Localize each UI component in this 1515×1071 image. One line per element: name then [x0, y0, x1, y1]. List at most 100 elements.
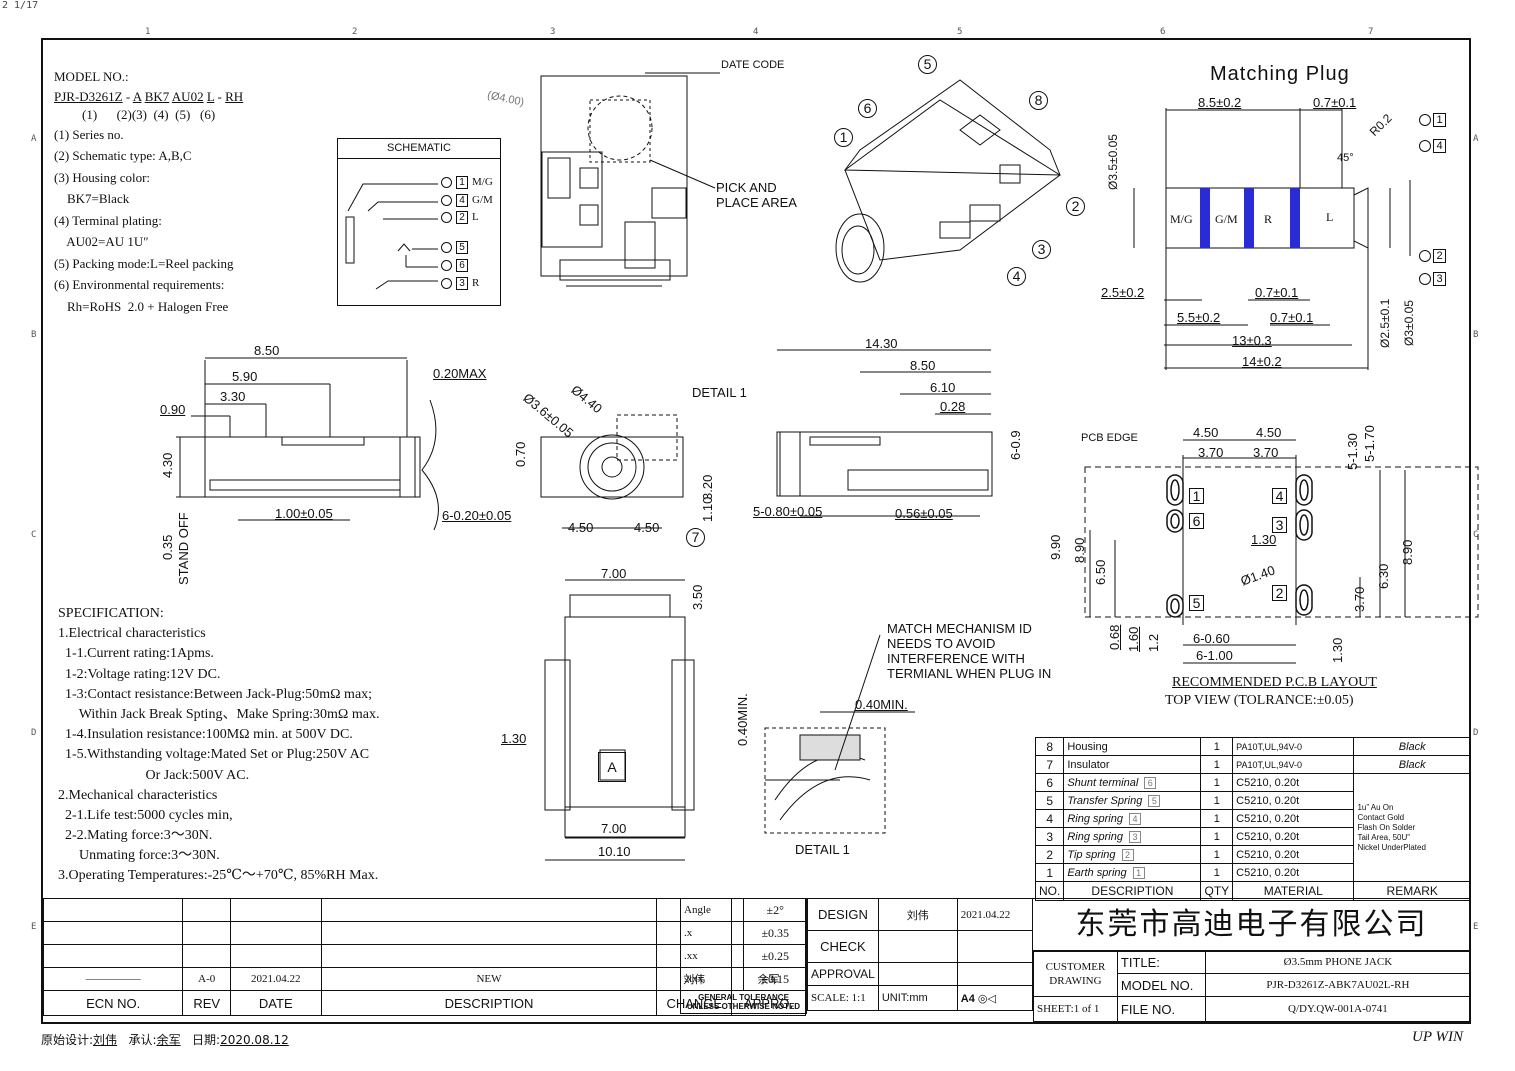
detail-note: MATCH MECHANISM ID NEEDS TO AVOID INTERF…: [887, 621, 1052, 681]
model-item: AU02=AU 1U″: [54, 234, 149, 249]
dimension-label: 3.70: [1198, 445, 1224, 460]
tolerance-key: .xxx: [679, 967, 745, 991]
pin-label: G/M: [472, 194, 493, 206]
dimension-label: 0.35: [160, 534, 175, 560]
sheet-info: SHEET:1 of 1: [1033, 996, 1118, 1022]
dimension-label: 5.90: [232, 369, 258, 384]
pin-number: 4: [456, 194, 468, 207]
bom-no: 8: [1034, 737, 1065, 756]
dimension-label: 6.50: [1093, 559, 1108, 585]
tolerance-value: ±0.25: [743, 944, 807, 968]
zone-marker: D: [31, 728, 37, 738]
bom-remark-line: Nickel UnderPlated: [1357, 842, 1426, 852]
drawing-frame: [41, 38, 1471, 1024]
pick-place-label: PICK AND PLACE AREA: [716, 180, 797, 210]
zone-marker: 4: [753, 27, 759, 37]
model-code: PJR-D3261Z - A BK7 AU02 L - RH: [54, 88, 244, 104]
model-item: BK7=Black: [54, 191, 130, 206]
tolerance-key: Angle: [679, 898, 745, 922]
dimension-label: 4.50: [1193, 425, 1219, 440]
spec-line: 1.Electrical characteristics: [58, 626, 206, 642]
zone-marker: 6: [1160, 27, 1166, 37]
dimension-label: 0.7±0.1: [1313, 95, 1357, 110]
zone-marker: 2: [352, 27, 358, 37]
bom-material: C5210, 0.20t: [1232, 791, 1355, 810]
detail-dim-1: 0.40MIN.: [855, 697, 908, 712]
dimension-label: 45°: [1337, 152, 1354, 164]
zone-marker: D: [1473, 728, 1479, 738]
bom-remark-line: Tail Area, 50U”: [1357, 832, 1410, 842]
file-no-label: FILE NO.: [1116, 996, 1206, 1022]
zone-marker: B: [31, 330, 37, 340]
bom-tag: 2: [1121, 848, 1134, 861]
bom-qty: 1: [1200, 863, 1234, 882]
spec-line: 1-1.Current rating:1Apms.: [58, 646, 214, 662]
bom-material: PA10T,UL,94V-0: [1232, 737, 1355, 756]
bom-desc-text: Ring spring: [1067, 812, 1123, 825]
model-label: MODEL NO.:: [54, 69, 129, 84]
pcb-caption: RECOMMENDED P.C.B LAYOUT: [1172, 675, 1377, 690]
dimension-label: 5-0.80±0.05: [753, 504, 823, 519]
file-no-value: Q/DY.QW-001A-0741: [1204, 996, 1472, 1022]
dimension-label: 8.90: [1400, 539, 1415, 565]
rev-rev: A-0: [182, 967, 232, 991]
pin-label: L: [472, 211, 479, 223]
spec-line: Unmating force:3～30N.: [58, 848, 220, 864]
zone-marker: 7: [1368, 27, 1374, 37]
dimension-label: 1.2: [1146, 633, 1161, 652]
projection-symbol-icon: ◎◁: [977, 992, 996, 1005]
tolerance-value: ±0.15: [743, 967, 807, 991]
bom-remark-line: Flash On Solder: [1357, 822, 1416, 832]
dimension-label: Ø3.5±0.05: [1106, 134, 1120, 190]
pin-number: 6: [1189, 513, 1204, 529]
dimension-label: 4.50: [568, 520, 594, 535]
dimension-label: G/M: [1215, 212, 1238, 226]
title-label: TITLE:: [1116, 950, 1206, 974]
spec-line: 1-2:Voltage rating:12V DC.: [58, 666, 221, 682]
dimension-label: 6-0.60: [1193, 631, 1230, 646]
model-item: Rh=RoHS 2.0 + Halogen Free: [54, 298, 229, 314]
bom-header: REMARK: [1353, 881, 1471, 901]
dimension-label: 1.60: [1126, 626, 1141, 652]
pcb-caption-2: TOP VIEW (TOLRANCE:±0.05): [1165, 693, 1354, 708]
spec-line: 2-1.Life test:5000 cycles min,: [58, 807, 233, 823]
bom-header: NO.: [1034, 881, 1065, 901]
dimension-label: 3.70: [1352, 586, 1367, 612]
zone-marker: 1: [145, 27, 151, 37]
bom-no: 7: [1034, 755, 1065, 774]
spec-line: 2.Mechanical characteristics: [58, 787, 218, 803]
schematic-diagram: [345, 183, 438, 290]
bom-material: C5210, 0.20t: [1232, 827, 1355, 846]
dimension-label: 0.7±0.1: [1255, 285, 1299, 300]
dimension-label: 9.90: [1048, 534, 1063, 560]
dimension-label: 3.30: [220, 389, 246, 404]
tolerance-row: .xx±0.25: [679, 944, 807, 968]
rev-header-ecn: ECN NO.: [42, 990, 184, 1016]
dimension-label: 10.10: [598, 844, 631, 859]
bom-qty: 1: [1200, 809, 1234, 828]
title-value: Ø3.5mm PHONE JACK: [1204, 950, 1472, 974]
spec-line: 1-5.Withstanding voltage:Mated Set or Pl…: [58, 747, 370, 763]
rev-header-desc: DESCRIPTION: [320, 990, 658, 1016]
bom-no: 2: [1034, 845, 1065, 864]
dimension-label: 6.10: [930, 380, 956, 395]
model-item: (1) Series no.: [54, 126, 124, 142]
bom-no: 1: [1034, 863, 1065, 882]
pin-number: 5: [1189, 595, 1204, 611]
pin-number: 2: [456, 211, 468, 224]
dimension-label: 1.30: [501, 731, 527, 746]
zone-marker: B: [1473, 330, 1479, 340]
zone-marker: E: [31, 922, 37, 932]
zone-marker: C: [1473, 530, 1479, 540]
bom-no: 5: [1034, 791, 1065, 810]
date-code-label: DATE CODE: [721, 59, 785, 71]
dimension-label: 0.56±0.05: [895, 506, 953, 521]
